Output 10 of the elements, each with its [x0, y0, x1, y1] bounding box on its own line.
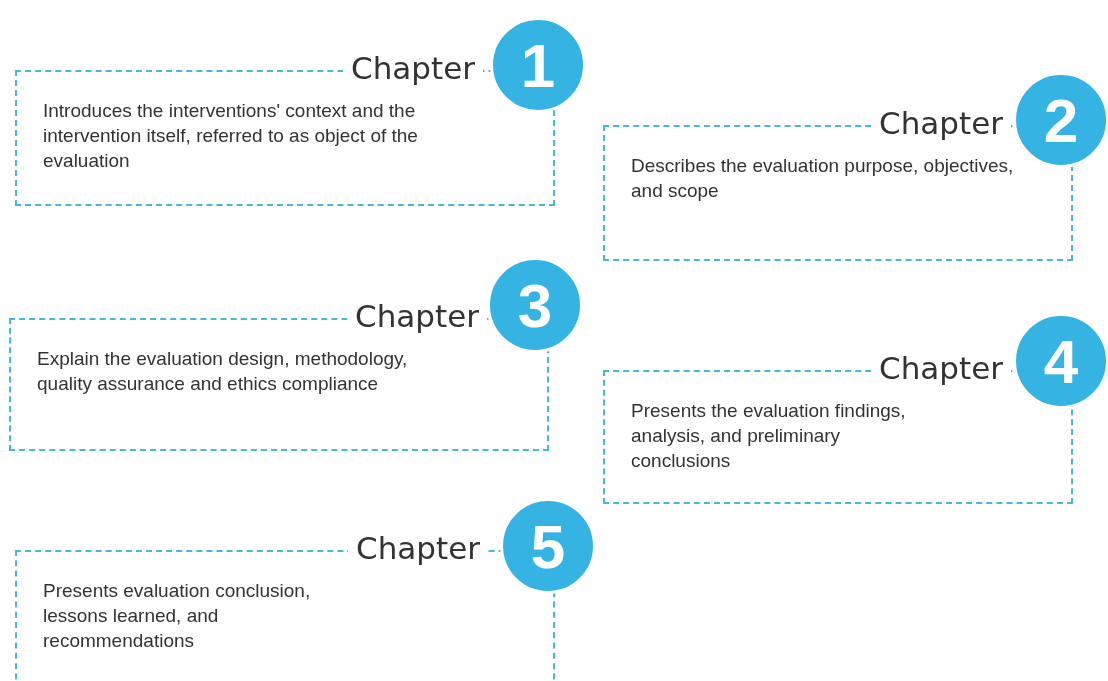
chapter-description: Introduces the interventions' context and the intervention itself, referred to as object of the evaluation — [43, 99, 419, 173]
chapter-description: Presents evaluation conclusion, lessons learned, and recommendations — [43, 579, 312, 653]
number-circle: 3 — [487, 257, 583, 353]
chapter-description: Describes the evaluation purpose, objectives, and scope — [631, 154, 1015, 203]
number-circle: 2 — [1013, 72, 1108, 168]
chapter-description: Presents the evaluation findings, analysis, and preliminary conclusions — [631, 399, 907, 473]
number-circle: 5 — [500, 498, 596, 594]
number-circle: 4 — [1013, 313, 1108, 409]
chapter-description: Explain the evaluation design, methodology, quality assurance and ethics compliance — [37, 347, 409, 396]
number-circle: 1 — [490, 17, 586, 113]
